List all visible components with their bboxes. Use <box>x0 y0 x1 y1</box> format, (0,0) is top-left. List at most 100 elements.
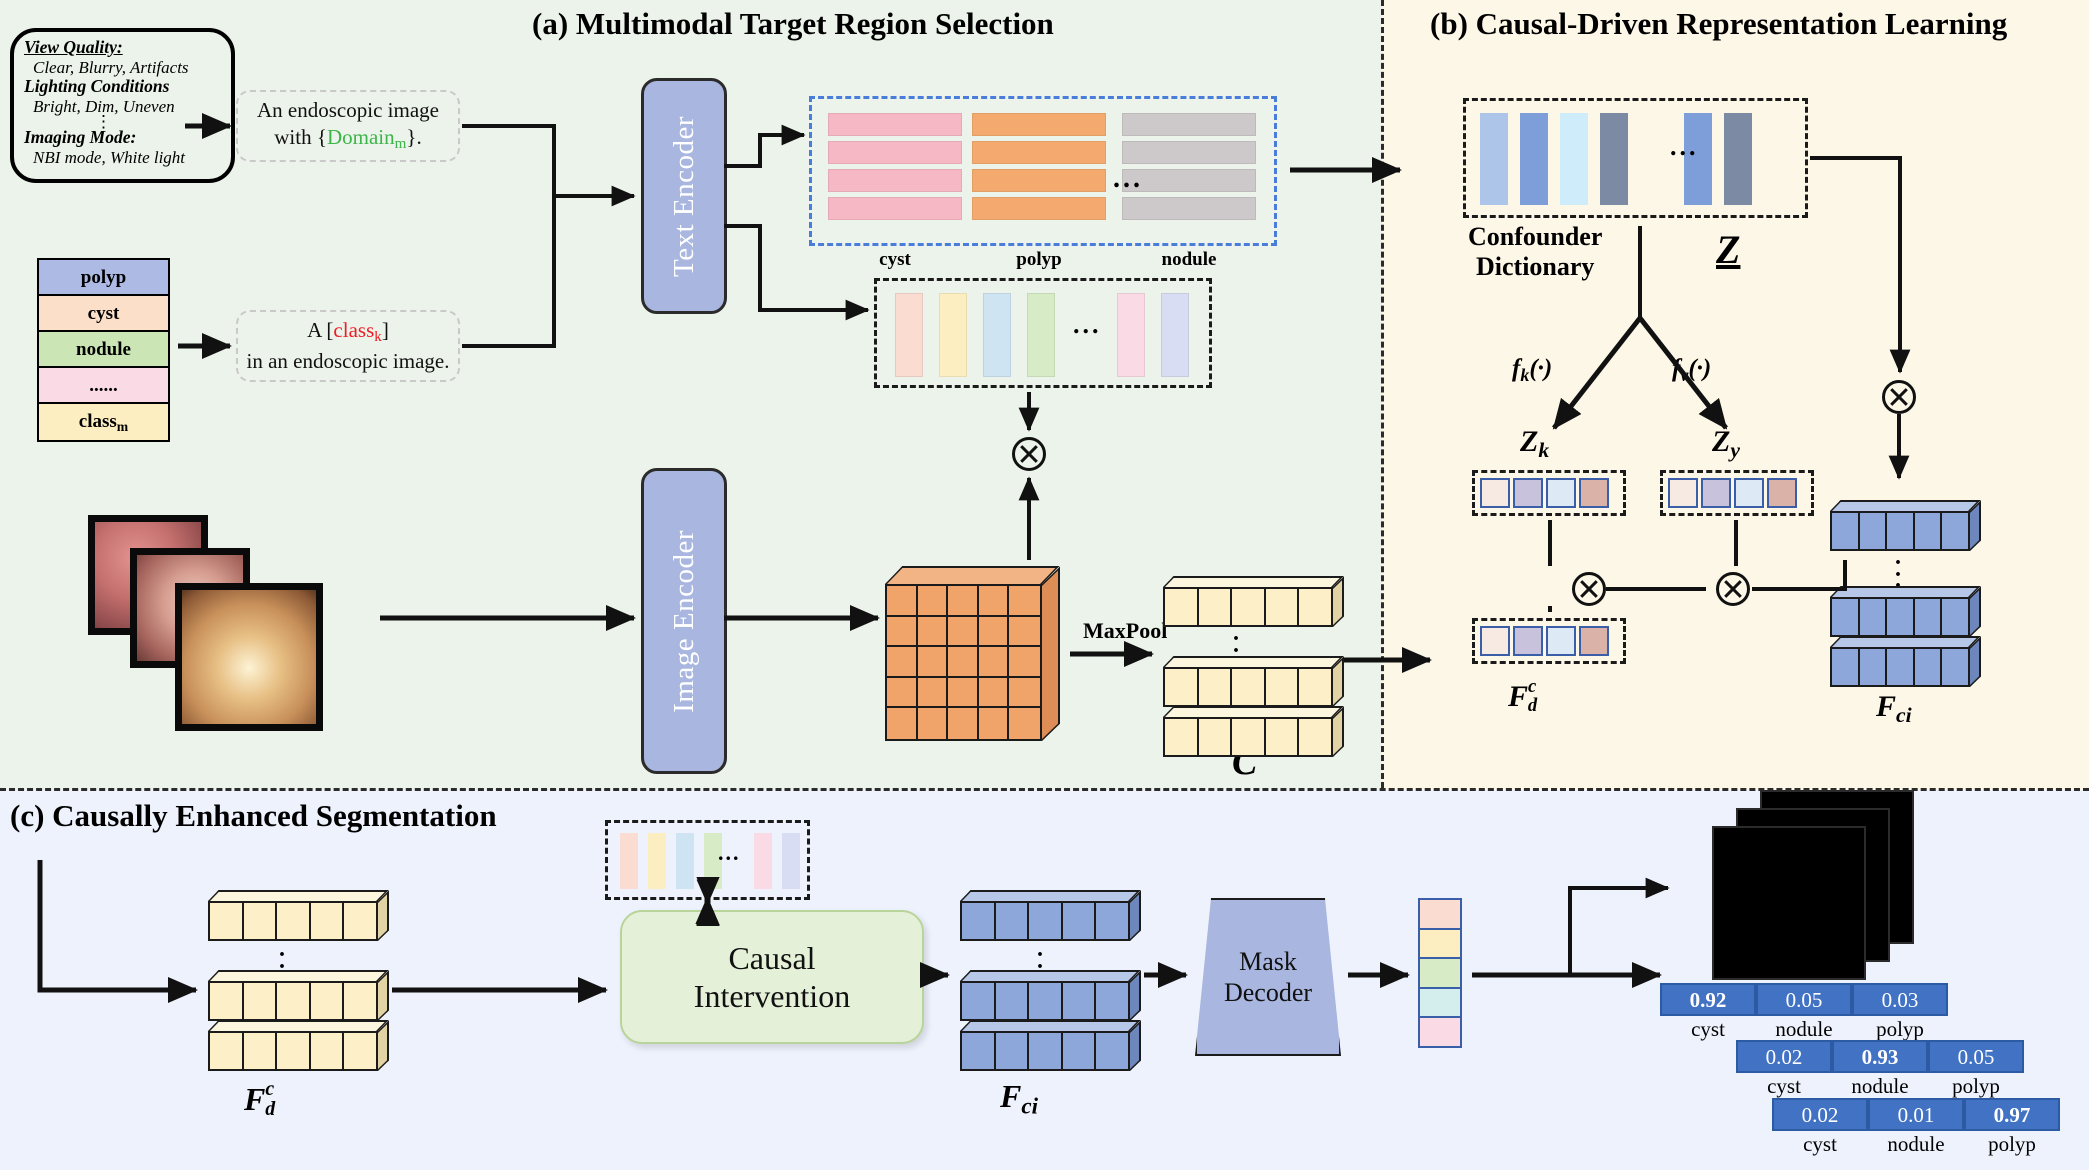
feature-map-cell <box>917 677 949 709</box>
cube-cell <box>1062 983 1097 1019</box>
fk-sub: k <box>1520 365 1530 386</box>
class-row-......[interactable]: ...... <box>39 368 168 404</box>
feature-map-cell <box>1009 586 1040 617</box>
class-token-bar <box>939 293 967 377</box>
confounder-bar <box>1724 113 1752 205</box>
prompt-class-token-sub: k <box>374 329 382 346</box>
feature-map-cell <box>978 586 1010 617</box>
fk-f: f <box>1512 355 1521 382</box>
cube-row-front <box>208 901 378 941</box>
class-row-cyst[interactable]: cyst <box>39 296 168 332</box>
fdc-cell <box>1480 626 1510 656</box>
fdc-label-c: Fcd <box>244 1078 275 1121</box>
causal-intervention-line1: Causal <box>728 939 816 976</box>
zk-z: Z <box>1520 425 1539 458</box>
confounder-symbol-z: Z <box>1716 227 1741 272</box>
zy-sub: y <box>1730 438 1740 463</box>
causal-intervention-box: Causal Intervention <box>620 910 924 1044</box>
fdc-b-sup: c <box>1528 676 1537 697</box>
attribute-box: View Quality: Clear, Blurry, Artifacts L… <box>10 28 235 183</box>
cube-cell <box>1942 599 1968 635</box>
prediction-class-label: nodule <box>1887 1132 1945 1156</box>
confounder-title-line2: Dictionary <box>1476 252 1595 281</box>
text-embedding-column-cyst <box>828 113 962 225</box>
class-row-classm[interactable]: classm <box>39 404 168 440</box>
zk-cell <box>1513 478 1543 508</box>
cube-cell <box>1029 1033 1063 1069</box>
function-fv-label: fv(·) <box>1672 355 1711 386</box>
zy-label: Zy <box>1712 425 1740 463</box>
feature-map-cell <box>1009 678 1040 709</box>
feature-map-cell <box>887 677 918 709</box>
attr-head-view-quality: View Quality: <box>24 37 123 57</box>
class-token-bar <box>1027 293 1055 377</box>
class-row-nodule[interactable]: nodule <box>39 332 168 368</box>
output-vector-cell <box>1418 927 1462 960</box>
class-token-bar-c <box>648 833 666 889</box>
panel-divider-vertical <box>1381 0 1384 788</box>
text-embedding-column-nodule <box>1122 113 1256 225</box>
attr-head-lighting: Lighting Conditions <box>24 76 170 97</box>
cube-row-top <box>960 970 1141 981</box>
prompt-domain-line1: An endoscopic image <box>257 98 439 123</box>
cube-row-front <box>1830 647 1970 687</box>
fdc-cell <box>1513 626 1543 656</box>
class-row-sub: m <box>116 418 129 434</box>
fci-rows-ellipsis-b: ... <box>1895 544 1901 594</box>
feature-map-cell <box>917 647 949 678</box>
cube-cell <box>1914 649 1943 685</box>
text-embedding-bar <box>972 113 1106 136</box>
text-embedding-bar <box>972 141 1106 164</box>
feature-map-cell <box>979 708 1010 739</box>
feature-map-cell <box>1009 617 1040 648</box>
feature-map-cell <box>887 708 918 739</box>
confounder-bar <box>1684 113 1712 205</box>
prompt-class-token: class <box>333 318 375 343</box>
text-embedding-label-polyp: polyp <box>1016 249 1062 270</box>
feature-map-cell <box>948 708 979 739</box>
cube-row-top <box>1163 706 1344 717</box>
class-token-bar <box>1161 293 1189 377</box>
cube-row-top <box>1163 656 1344 667</box>
confounder-title-line1: Confounder <box>1468 222 1603 251</box>
otimes-operator-a <box>1012 437 1046 471</box>
mask-decoder-block: Mask Decoder <box>1195 898 1341 1056</box>
cube-cell <box>1859 513 1888 549</box>
class-token-bar-c <box>676 833 694 889</box>
zk-sub: k <box>1538 438 1550 463</box>
section-c-title: (c) Causally Enhanced Segmentation <box>10 798 497 833</box>
prediction-value: 0.03 <box>1852 983 1948 1016</box>
output-vector-cell <box>1418 1016 1462 1048</box>
prediction-value: 0.05 <box>1756 983 1852 1016</box>
endoscopic-image-3 <box>175 583 323 731</box>
cube-cell <box>1887 649 1915 685</box>
class-token-bar <box>983 293 1011 377</box>
fk-arg: (·) <box>1529 355 1553 382</box>
cube-cell <box>1299 589 1331 625</box>
class-token-bar-c <box>620 833 638 889</box>
feature-map-cell <box>948 647 979 678</box>
cube-row-front <box>1163 667 1333 707</box>
zk-label: Zk <box>1520 425 1549 463</box>
cube-cell <box>1265 719 1300 755</box>
cube-cell <box>995 1033 1030 1069</box>
feature-map-cell <box>948 586 979 617</box>
feature-map-front-face <box>885 584 1042 741</box>
feature-map-cell <box>887 647 918 678</box>
cube-row-top <box>960 890 1141 901</box>
cube-row-front <box>208 1031 378 1071</box>
confounder-bar <box>1560 113 1588 205</box>
attr-val-lighting: Bright, Dim, Uneven <box>33 96 175 116</box>
fci-label-b: Fci <box>1876 690 1912 728</box>
class-row-polyp[interactable]: polyp <box>39 260 168 296</box>
cube-cell <box>277 903 311 939</box>
text-embedding-bar <box>1122 169 1256 192</box>
cube-cell <box>310 983 345 1019</box>
fci-b-sub: ci <box>1896 703 1912 728</box>
prompt-domain-token: Domain <box>326 125 395 150</box>
prediction-class-label: cyst <box>1803 1132 1837 1156</box>
feature-map-side-face <box>1042 566 1060 741</box>
